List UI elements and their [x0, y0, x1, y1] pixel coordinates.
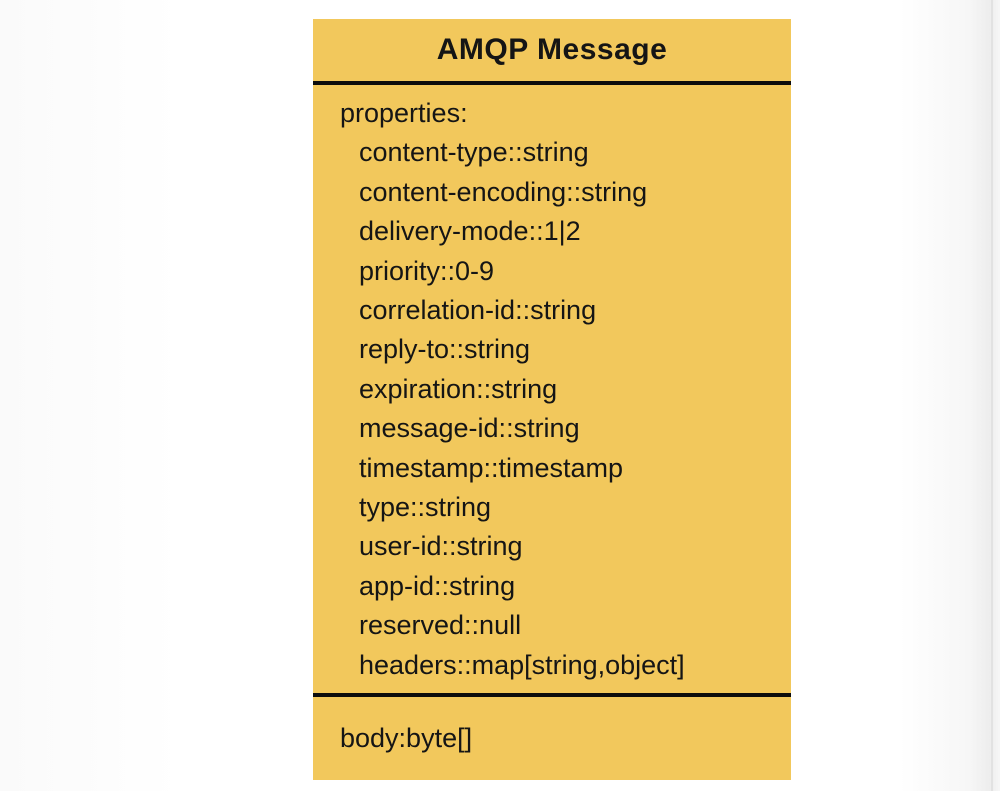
property-item: headers::map[string,object] — [359, 649, 685, 680]
property-item: app-id::string — [359, 570, 516, 601]
property-item: timestamp::timestamp — [359, 452, 624, 483]
amqp-message-class-box: AMQP Message properties: content-type::s… — [313, 19, 791, 780]
property-item: user-id::string — [359, 531, 523, 562]
property-item: reply-to::string — [359, 334, 531, 365]
properties-label: properties: — [340, 98, 468, 128]
property-item: reserved::null — [359, 610, 522, 641]
property-item: priority::0-9 — [359, 255, 495, 286]
body-label: body:byte[] — [340, 723, 473, 753]
property-item: message-id::string — [359, 413, 580, 444]
property-item: type::string — [359, 492, 492, 523]
property-item: correlation-id::string — [359, 295, 597, 326]
property-item: expiration::string — [359, 373, 558, 404]
property-item: content-type::string — [359, 137, 589, 168]
body-compartment: body:byte[] — [313, 697, 791, 780]
property-item: delivery-mode::1|2 — [359, 216, 581, 247]
page-edge-shadow — [991, 0, 993, 791]
class-title: AMQP Message — [313, 19, 791, 85]
property-item: content-encoding::string — [359, 176, 648, 207]
